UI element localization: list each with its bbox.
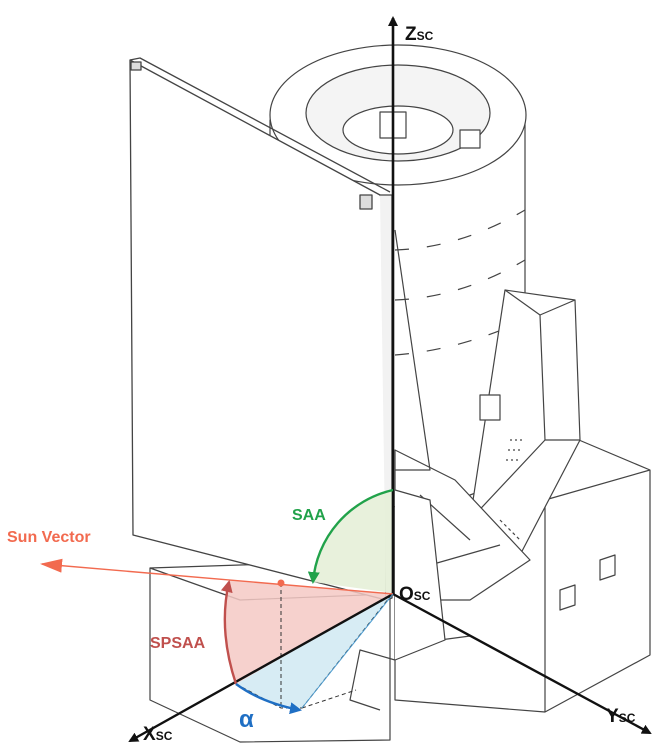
z-axis-label: ZSC bbox=[405, 24, 434, 45]
saa-label: SAA bbox=[292, 507, 326, 524]
spsaa-region bbox=[224, 580, 393, 684]
instrument-truss bbox=[469, 289, 581, 556]
sun-projection-line bbox=[301, 593, 394, 709]
alpha-region bbox=[236, 593, 393, 708]
x-axis-label: XSC bbox=[143, 724, 173, 745]
spsaa-arc bbox=[220, 580, 238, 685]
sun-vector-point bbox=[277, 579, 285, 587]
y-axis bbox=[392, 592, 652, 735]
sun-vector-label: Sun Vector bbox=[7, 529, 91, 546]
origin-label: OSC bbox=[399, 584, 431, 605]
saa-arc bbox=[307, 488, 394, 584]
x-axis bbox=[128, 592, 394, 743]
alpha-label: α bbox=[239, 706, 254, 733]
saa-region bbox=[313, 490, 393, 593]
alpha-arc bbox=[235, 683, 302, 715]
sun-vector-arrow bbox=[40, 558, 394, 595]
spsaa-label: SPSAA bbox=[150, 635, 206, 652]
y-axis-label: YSC bbox=[606, 706, 636, 727]
